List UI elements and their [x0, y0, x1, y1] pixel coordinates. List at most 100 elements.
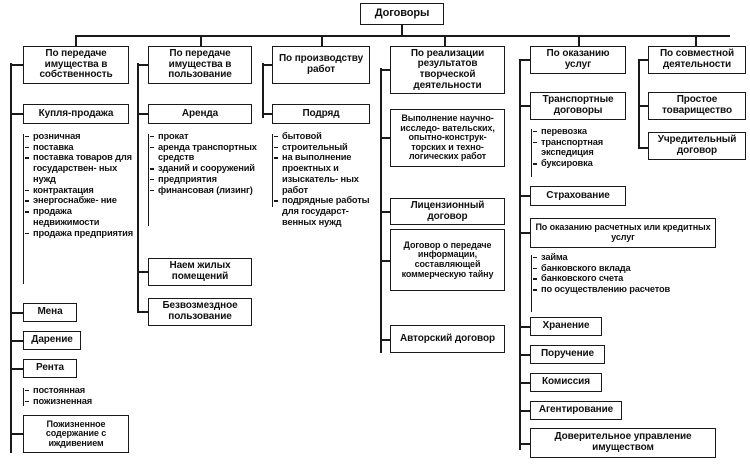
- node-label: Поручение: [540, 348, 595, 360]
- list-item: подрядные работы для государст- венных н…: [274, 195, 378, 227]
- list-item: аренда транспортных средств: [150, 142, 260, 163]
- node-prostoe-tovarishchestvo: Простое товарищество: [648, 92, 746, 120]
- node-label: Купля-продажа: [38, 107, 114, 119]
- list-item: бытовой: [274, 131, 378, 142]
- col1-tick-5: [10, 433, 24, 435]
- col1-list1-brace: [23, 134, 24, 284]
- category-header-label: По совместной деятельности: [659, 48, 735, 70]
- list-raschetnye-kinds: займа банковского вклада банковского сче…: [533, 252, 693, 295]
- category-header-services: По оказанию услуг: [530, 46, 626, 74]
- list-item: зданий и сооружений: [150, 163, 260, 174]
- category-header-transfer-ownership: По передаче имущества в собственность: [23, 46, 129, 84]
- list-arenda-kinds: прокат аренда транспортных средств здани…: [150, 131, 260, 195]
- col5-tick-4: [519, 326, 531, 328]
- node-label: Договор о передаче информации, составляю…: [401, 239, 494, 279]
- node-renta: Рента: [23, 359, 77, 378]
- drop-col1: [75, 35, 77, 46]
- list-item: займа: [533, 252, 693, 263]
- node-bezvozmezdnoe: Безвозмездное пользование: [148, 298, 252, 326]
- col5-tick-8: [519, 443, 531, 445]
- col3-tick-1: [262, 113, 273, 115]
- node-label: Транспортные договоры: [542, 94, 614, 116]
- root-stem: [401, 25, 403, 35]
- col1-tick-2: [10, 312, 24, 314]
- node-podryad: Подряд: [272, 104, 370, 124]
- list-item: энергоснабже- ние: [25, 195, 135, 206]
- category-header-label: По реализации результатов творческой дея…: [410, 47, 485, 91]
- col1-tick-header: [10, 64, 24, 66]
- node-label: Доверительное управление имуществом: [554, 431, 692, 453]
- category-header-label: По оказанию услуг: [546, 48, 610, 70]
- node-transportnye-dogovory: Транспортные договоры: [530, 92, 626, 120]
- node-kommercheskaya-tajna: Договор о передаче информации, составляю…: [390, 229, 505, 291]
- category-header-production-works: По производству работ: [272, 46, 370, 84]
- list-item: банковского вклада: [533, 263, 693, 274]
- node-label: Наем жилых помещений: [169, 260, 231, 282]
- col5-spine: [519, 59, 521, 450]
- node-label: Простое товарищество: [662, 94, 732, 116]
- node-arenda: Аренда: [148, 104, 252, 124]
- col4-tick-2: [380, 211, 391, 213]
- node-label: Аренда: [181, 107, 219, 119]
- list-item: по осуществлению расчетов: [533, 284, 693, 295]
- category-header-label: По производству работ: [278, 53, 364, 75]
- drop-col4: [444, 35, 446, 46]
- node-label: Комиссия: [542, 376, 590, 388]
- list-item: транспортная экспедиция: [533, 137, 639, 158]
- list-item: поставка товаров для государствен- ных н…: [25, 152, 135, 184]
- list-item: продажа предприятия: [25, 228, 135, 239]
- category-header-joint-activity: По совместной деятельности: [648, 46, 746, 74]
- col5-tick-2: [519, 195, 531, 197]
- node-label: Агентирование: [538, 404, 614, 416]
- node-doveritelnoe-upravlenie: Доверительное управление имуществом: [530, 428, 716, 458]
- node-poruchenie: Поручение: [530, 345, 605, 364]
- col2-list-brace: [148, 134, 149, 226]
- col5-list1-brace: [531, 129, 532, 177]
- node-darenie: Дарение: [23, 331, 81, 350]
- node-mena: Мена: [23, 303, 77, 322]
- col3-spine: [262, 63, 264, 118]
- col6-spine: [638, 59, 640, 149]
- node-uchreditelnyj-dogovor: Учредительный договор: [648, 132, 746, 160]
- col1-list2-brace: [23, 388, 24, 406]
- col6-tick-1: [638, 105, 649, 107]
- list-item: строительный: [274, 142, 378, 153]
- list-item: розничная: [25, 131, 135, 142]
- list-item: на выполнение проектных и изыскатель- ны…: [274, 152, 378, 195]
- col5-tick-header: [519, 59, 531, 61]
- node-label: Подряд: [302, 107, 340, 119]
- node-label: Страхование: [546, 189, 610, 201]
- drop-col5: [578, 35, 580, 46]
- node-label: Дарение: [31, 334, 73, 346]
- list-renta-kinds: постоянная пожизненная: [25, 385, 135, 406]
- category-header-label: По передаче имущества в собственность: [39, 48, 113, 81]
- node-komissiya: Комиссия: [530, 373, 602, 392]
- list-item: банковского счета: [533, 273, 693, 284]
- category-header-creative-results: По реализации результатов творческой дея…: [390, 46, 505, 94]
- drop-col3: [321, 35, 323, 46]
- main-bus: [75, 35, 730, 37]
- col2-tick-2: [137, 271, 149, 273]
- list-item: перевозка: [533, 126, 639, 137]
- drop-col6: [695, 35, 697, 46]
- col1-tick-4: [10, 368, 24, 370]
- col5-tick-1: [519, 105, 531, 107]
- node-pozhiznennoe-soderzhanie: Пожизненное содержание с иждивением: [23, 415, 129, 453]
- list-transport-kinds: перевозка транспортная экспедиция буксир…: [533, 126, 639, 169]
- node-label: Выполнение научно-исследо- вательских, о…: [400, 113, 495, 162]
- drop-col2: [200, 35, 202, 46]
- col4-tick-3: [380, 260, 391, 262]
- col3-tick-header: [262, 64, 273, 66]
- node-strahovanie: Страхование: [530, 186, 626, 206]
- col2-tick-3: [137, 311, 149, 313]
- col1-tick-3: [10, 340, 24, 342]
- list-item: предприятия: [150, 174, 260, 185]
- col5-tick-3: [519, 232, 531, 234]
- node-label: Хранение: [542, 320, 590, 332]
- list-kuplya-prodazha-kinds: розничная поставка поставка товаров для …: [25, 131, 135, 238]
- category-header-label: По передаче имущества в пользование: [168, 48, 232, 81]
- col6-tick-header: [638, 59, 649, 61]
- node-naem-zhilyh: Наем жилых помещений: [148, 258, 252, 286]
- col2-spine: [137, 63, 139, 312]
